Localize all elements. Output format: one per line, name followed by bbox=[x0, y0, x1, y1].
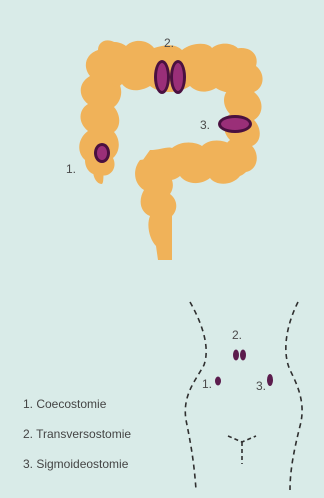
stoma-sigmoideostomy bbox=[218, 115, 252, 133]
abdomen-stoma-2 bbox=[233, 350, 246, 361]
legend: 1. Coecostomie 2. Transversostomie 3. Si… bbox=[23, 398, 131, 488]
colon-marker-3: 3. bbox=[200, 118, 210, 132]
abdomen-marker-2: 2. bbox=[232, 328, 242, 342]
abdomen-stoma-1 bbox=[215, 377, 221, 386]
colon-marker-2: 2. bbox=[164, 36, 174, 50]
legend-item-transversostomy: 2. Transversostomie bbox=[23, 428, 131, 440]
abdomen-marker-3: 3. bbox=[256, 379, 266, 393]
legend-item-coecostomy: 1. Coecostomie bbox=[23, 398, 131, 410]
abdomen-marker-1: 1. bbox=[202, 377, 212, 391]
abdomen-stoma-3 bbox=[267, 374, 273, 386]
legend-item-sigmoideostomy: 3. Sigmoideostomie bbox=[23, 458, 131, 470]
abdomen-outline bbox=[185, 302, 302, 490]
colon-marker-1: 1. bbox=[66, 162, 76, 176]
pubic-mark bbox=[228, 436, 256, 464]
stoma-coecostomy bbox=[94, 143, 110, 163]
